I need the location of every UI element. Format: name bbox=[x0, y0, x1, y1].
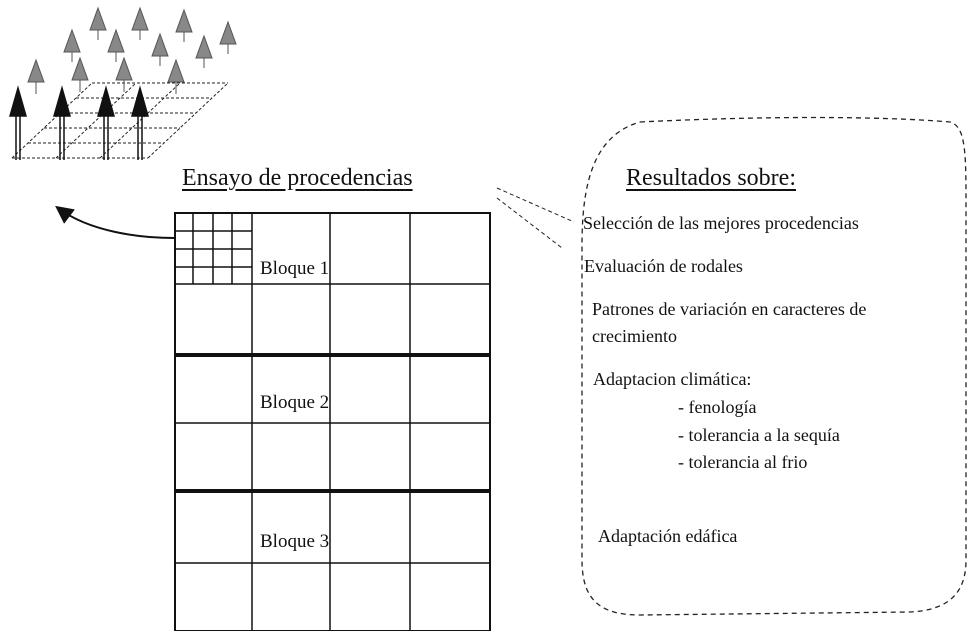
result-item-climatic-adaptation: Adaptacion climática: bbox=[593, 369, 752, 389]
curved-arrow bbox=[55, 205, 176, 239]
trial-title: Ensayo de procedencias bbox=[182, 165, 413, 191]
result-subitem-drought-tolerance: - tolerancia a la sequía bbox=[678, 425, 840, 445]
result-item-stand-evaluation: Evaluación de rodales bbox=[584, 256, 743, 276]
result-item-soil-adaptation: Adaptación edáfica bbox=[598, 526, 738, 546]
result-subitem-cold-tolerance: - tolerancia al frio bbox=[678, 452, 808, 472]
block-label-2: Bloque 2 bbox=[260, 392, 330, 413]
results-callout-bubble bbox=[581, 116, 967, 616]
tree-plot-illustration bbox=[9, 6, 237, 160]
block-label-3: Bloque 3 bbox=[260, 531, 330, 552]
front-trees bbox=[9, 85, 149, 160]
callout-connector bbox=[496, 187, 575, 249]
result-item-growth-patterns-cont: crecimiento bbox=[592, 326, 677, 346]
result-item-best-provenances: Selección de las mejores procedencias bbox=[583, 213, 859, 233]
trial-field-grid bbox=[174, 212, 491, 631]
result-item-growth-patterns: Patrones de variación en caracteres de bbox=[592, 299, 867, 319]
plot-grid bbox=[11, 82, 229, 159]
results-title: Resultados sobre: bbox=[626, 165, 796, 191]
result-subitem-phenology: - fenología bbox=[678, 397, 757, 417]
plot-subgrid bbox=[175, 213, 252, 284]
back-trees bbox=[27, 6, 237, 94]
block-label-1: Bloque 1 bbox=[260, 258, 330, 279]
